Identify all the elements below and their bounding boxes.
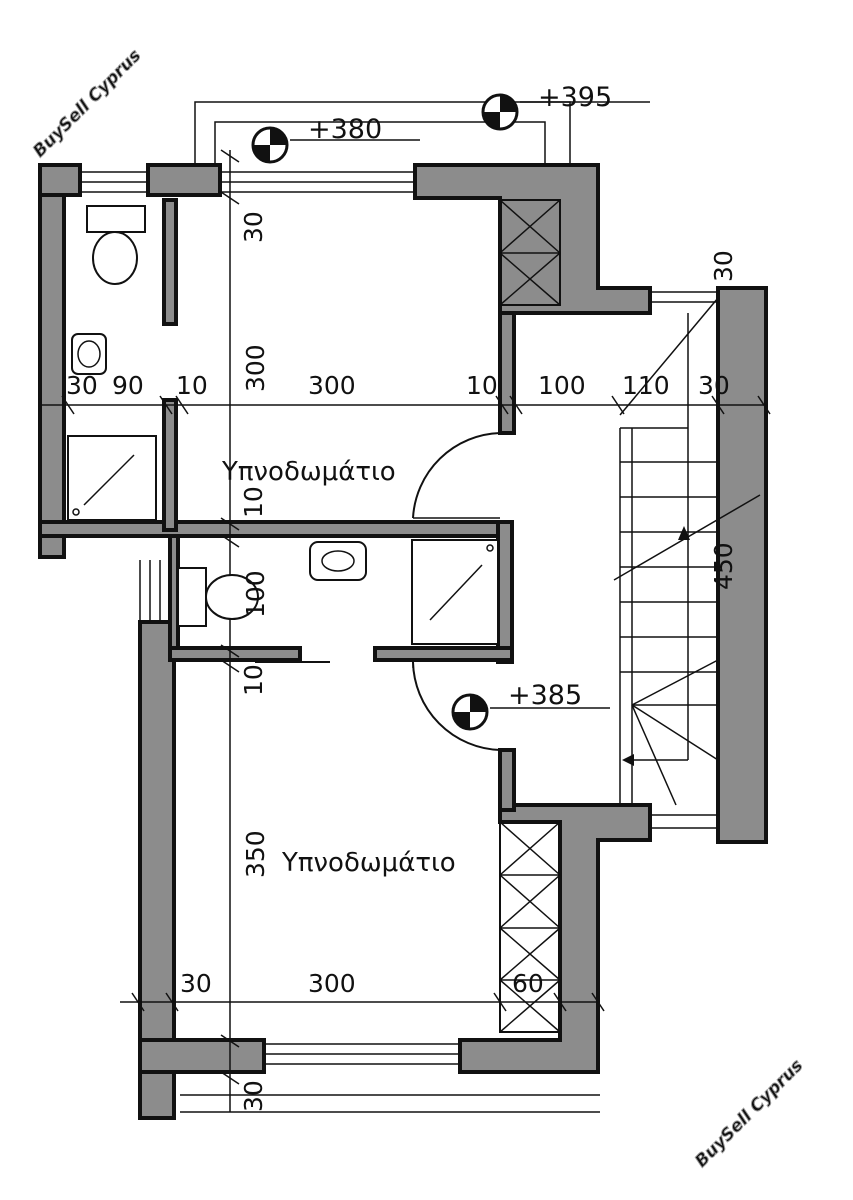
dim-left-10b: 10 xyxy=(239,664,268,696)
wall-left-upper xyxy=(38,163,66,559)
window-top-left xyxy=(80,171,148,193)
level-marker-380: +380 xyxy=(251,114,382,164)
window-stair-bottom xyxy=(650,814,718,829)
wall-core-lower-vertical xyxy=(498,748,516,812)
dim-left-350: 350 xyxy=(241,830,270,878)
window-left-small xyxy=(139,560,161,622)
wall-top-middle xyxy=(146,163,222,197)
dimension-column-stair: 30 450 xyxy=(709,250,738,590)
door-arc-upper xyxy=(412,432,501,519)
closet-top xyxy=(499,199,561,306)
dim-left-30a: 30 xyxy=(239,211,268,243)
wall-partition-lower-right xyxy=(373,646,514,662)
watermark-bottom: BuySell Cyprus xyxy=(691,1056,807,1172)
dim-top-10b: 10 xyxy=(466,371,498,400)
room-label-bedroom-upper: Υπνοδωμάτιο xyxy=(221,457,396,487)
wall-bottom-left xyxy=(138,1038,266,1074)
dim-left-300: 300 xyxy=(241,344,270,392)
dim-left-30b: 30 xyxy=(239,1080,268,1112)
dimension-column-left: 30 300 10 100 10 350 30 xyxy=(239,211,270,1112)
wall-shower-vertical xyxy=(162,398,178,532)
wall-bath-vertical xyxy=(496,520,514,664)
dim-top-300: 300 xyxy=(308,371,356,400)
wall-partition-upper xyxy=(38,520,512,538)
wall-left-lower xyxy=(138,620,176,1120)
dim-top-100: 100 xyxy=(538,371,586,400)
dimension-row-top: 30 90 10 300 10 100 110 30 xyxy=(66,371,730,400)
windows xyxy=(80,171,718,1065)
dim-left-100: 100 xyxy=(241,570,270,618)
dim-bottom-60: 60 xyxy=(512,969,544,998)
wall-top-left-stub xyxy=(38,163,82,197)
dim-top-90: 90 xyxy=(112,371,144,400)
dim-top-30b: 30 xyxy=(698,371,730,400)
wall-top-right-block xyxy=(413,163,652,315)
wall-wc-vertical xyxy=(162,198,178,326)
doors xyxy=(175,404,501,751)
window-top-main xyxy=(220,171,415,193)
dim-stair-30: 30 xyxy=(709,250,738,282)
wall-core-upper-vertical xyxy=(498,311,516,435)
walls xyxy=(38,163,768,1120)
room-label-bedroom-lower: Υπνοδωμάτιο xyxy=(281,848,456,878)
sink-lower xyxy=(309,541,367,581)
outline-lines xyxy=(180,101,650,1113)
level-label-380: +380 xyxy=(308,114,382,145)
toilet-upper xyxy=(86,205,146,285)
dim-bottom-30: 30 xyxy=(180,969,212,998)
door-arc-lower xyxy=(412,661,501,751)
shower-upper xyxy=(67,435,157,521)
window-bottom-main xyxy=(264,1043,460,1065)
dim-top-110: 110 xyxy=(622,371,670,400)
closet-bottom xyxy=(499,821,561,1033)
sink-upper xyxy=(71,333,107,375)
dim-bottom-300: 300 xyxy=(308,969,356,998)
dim-left-10a: 10 xyxy=(239,486,268,518)
dimension-row-bottom: 30 300 60 xyxy=(180,969,544,998)
toilet-lower xyxy=(177,567,259,627)
dim-top-10a: 10 xyxy=(176,371,208,400)
level-label-385: +385 xyxy=(508,680,582,711)
level-marker-395: +395 xyxy=(481,82,612,131)
shower-lower xyxy=(411,539,499,645)
dim-stair-450: 450 xyxy=(709,542,738,590)
dim-top-30: 30 xyxy=(66,371,98,400)
level-marker-385: +385 xyxy=(451,680,582,731)
wall-stair-right xyxy=(716,286,768,844)
window-stair-top xyxy=(650,291,718,303)
level-label-395: +395 xyxy=(538,82,612,113)
dimension-lines xyxy=(39,149,771,1112)
wall-bath-left xyxy=(168,534,180,650)
staircase xyxy=(613,297,761,806)
watermark-top: BuySell Cyprus xyxy=(29,46,145,162)
